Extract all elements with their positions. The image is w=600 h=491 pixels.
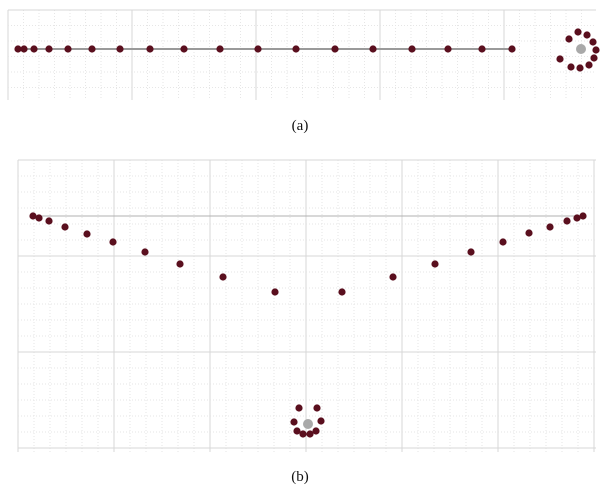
panel-b-ring-point [313,404,321,412]
panel-b-ring-point [312,427,320,435]
panel-b-point [109,238,117,246]
panel-a-caption: (a) [292,118,309,134]
panel-a-center-dot [576,44,586,54]
panel-a-point [408,45,416,53]
panel-a-point [331,45,339,53]
panel-a-point [292,45,300,53]
panel-b: (b) [17,159,596,485]
panel-a-points [14,45,516,53]
panel-a-point [88,45,96,53]
panel-b-point [499,238,507,246]
panel-b-center-dot [303,419,313,429]
panel-a-point [180,45,188,53]
panel-b-point [141,248,149,256]
panel-a-point [20,45,28,53]
panel-a-ring-point [590,54,598,62]
panel-b-point [83,230,91,238]
panel-b-point [29,212,37,220]
panel-b-point [389,273,397,281]
panel-a-point [216,45,224,53]
panel-b-ring-point [299,430,307,438]
panel-a-ring-point [589,38,597,46]
panel-a-point [478,45,486,53]
panel-a-ring-point [556,55,564,63]
panel-a-point [369,45,377,53]
panel-b-ring-point [317,417,325,425]
panel-a-ring-point [565,35,573,43]
panel-b-ring-point [293,427,301,435]
panel-b-point [546,223,554,231]
panel-b-caption: (b) [291,469,309,485]
panel-a-ring-point [592,46,600,54]
panel-a-point [444,45,452,53]
panel-b-point [219,273,227,281]
panel-a-point [30,45,38,53]
panel-a-point [14,45,22,53]
panel-a-point [254,45,262,53]
panel-b-point [579,212,587,220]
panel-b-point [573,214,581,222]
panel-b-point [61,223,69,231]
panel-a-ring-point [583,31,591,39]
panel-b-ring [290,404,325,438]
panel-a-point [64,45,72,53]
panel-b-point [563,217,571,225]
panel-b-point [338,288,346,296]
panel-b-point [431,260,439,268]
panel-a-ring-point [567,63,575,71]
panel-b-points [29,212,587,296]
panel-a-ring-point [574,28,582,36]
panel-a-ring-point [576,64,584,72]
panel-a-point [116,45,124,53]
panel-a-point [146,45,154,53]
panel-a-point [45,45,53,53]
panel-a-grid [7,9,596,100]
panel-b-point [467,248,475,256]
panel-b-point [271,288,279,296]
panel-a-point [508,45,516,53]
panel-b-point [525,229,533,237]
panel-b-ring-point [290,418,298,426]
panel-a-ring [556,28,600,72]
panel-b-ring-point [295,404,303,412]
panel-b-grid [17,159,596,452]
panel-b-point [35,214,43,222]
panel-b-ring-point [306,430,314,438]
panel-a: (a) [7,9,600,134]
panel-b-point [176,260,184,268]
panel-b-point [45,217,53,225]
panel-a-ring-point [585,61,593,69]
